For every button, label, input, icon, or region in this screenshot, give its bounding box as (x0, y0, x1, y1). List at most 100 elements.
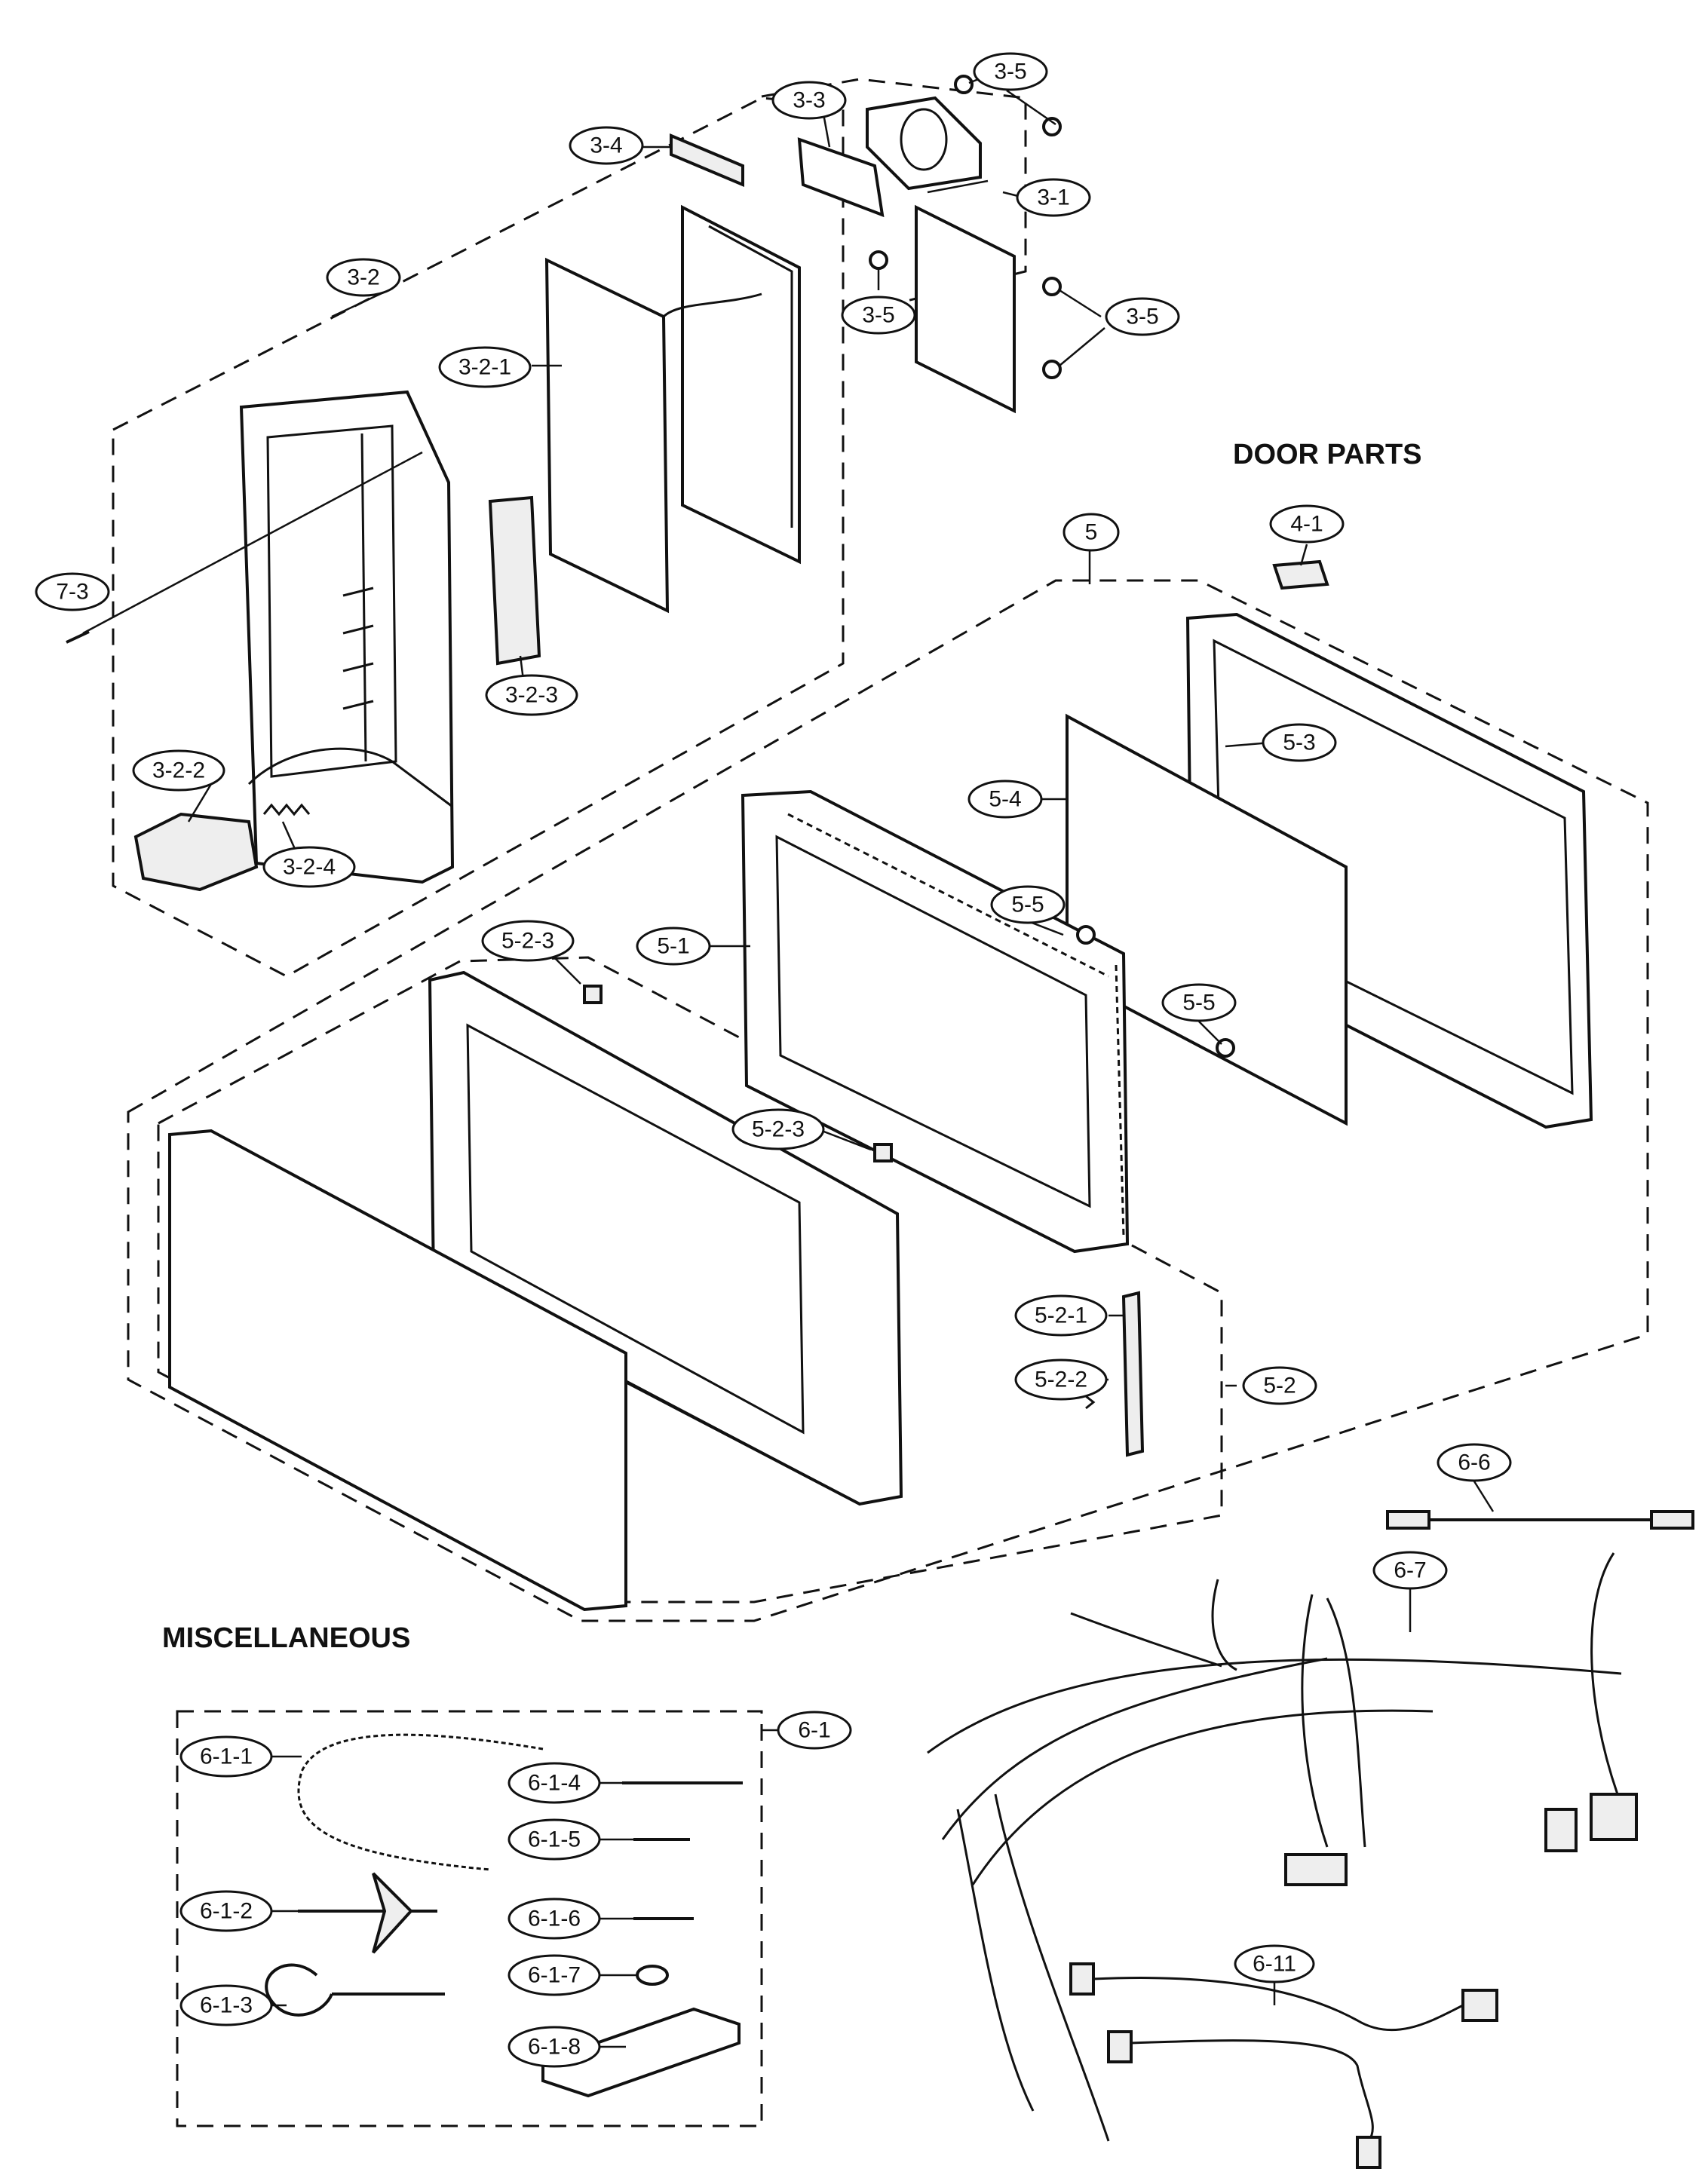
label-6-1-2: 6-1-2 (179, 1890, 273, 1932)
mounting-bracket (541, 2007, 741, 2098)
svg-text:3-5: 3-5 (862, 303, 894, 328)
label-6-1-7: 6-1-7 (507, 1954, 601, 1996)
plate-3-4 (670, 133, 744, 188)
group-3-2-outline (112, 96, 845, 978)
door-screen (1066, 713, 1348, 1126)
svg-text:3-1: 3-1 (1037, 185, 1069, 210)
label-5-2: 5-2 (1242, 1366, 1317, 1405)
label-5-2-2: 5-2-2 (1014, 1358, 1108, 1401)
label-5-2-1: 5-2-1 (1014, 1294, 1108, 1337)
svg-text:5-2-2: 5-2-2 (1035, 1368, 1087, 1392)
svg-text:7-3: 7-3 (56, 580, 88, 605)
label-3-2: 3-2 (326, 258, 401, 297)
control-board (662, 204, 801, 565)
label-3-2-2: 3-2-2 (132, 749, 225, 792)
svg-text:6-6: 6-6 (1458, 1450, 1490, 1475)
svg-text:5-3: 5-3 (1283, 731, 1315, 755)
svg-text:3-2-2: 3-2-2 (152, 758, 205, 783)
label-3-4: 3-4 (569, 126, 644, 165)
label-3-3: 3-3 (771, 81, 847, 120)
label-5-2-3-b: 5-2-3 (731, 1108, 825, 1150)
heading-door-parts: DOOR PARTS (1233, 439, 1422, 470)
svg-text:5: 5 (1085, 520, 1098, 545)
svg-text:3-2-3: 3-2-3 (505, 683, 558, 708)
screw-7-3 (66, 630, 90, 644)
svg-text:5-1: 5-1 (657, 934, 689, 959)
svg-text:4-1: 4-1 (1290, 512, 1323, 537)
component-3-1-coil (866, 96, 982, 191)
svg-text:5-5: 5-5 (1011, 893, 1044, 917)
key-sheet (544, 257, 670, 614)
svg-text:6-1-2: 6-1-2 (200, 1899, 253, 1924)
latch-clip-4-1 (1272, 559, 1329, 590)
svg-text:5-4: 5-4 (989, 787, 1021, 812)
label-3-2-1: 3-2-1 (438, 346, 532, 388)
svg-text:5-2-1: 5-2-1 (1035, 1303, 1087, 1328)
svg-text:5-2-3: 5-2-3 (501, 929, 554, 954)
label-3-5-right: 3-5 (1105, 297, 1180, 336)
door-glass-panel (168, 1129, 627, 1612)
door-open-button (133, 812, 259, 892)
svg-text:5-5: 5-5 (1182, 991, 1215, 1015)
group-5-outline (127, 579, 1649, 1622)
label-3-2-3: 3-2-3 (485, 674, 578, 716)
label-6-1-4: 6-1-4 (507, 1762, 601, 1804)
label-4-1: 4-1 (1269, 504, 1345, 544)
svg-text:5-2: 5-2 (1263, 1374, 1296, 1398)
relay-board (915, 204, 1016, 414)
door-outer-frame (428, 970, 903, 1506)
label-5-5-b: 5-5 (1161, 983, 1237, 1022)
label-5-1: 5-1 (636, 927, 711, 966)
label-5-2-3-a: 5-2-3 (481, 920, 575, 962)
group-6-1-outline (176, 1710, 763, 2127)
svg-text:6-1-4: 6-1-4 (528, 1771, 581, 1796)
washer (636, 1965, 669, 1986)
svg-text:6-11: 6-11 (1253, 1952, 1296, 1977)
gasket-strip (297, 1733, 544, 1871)
button-holder (488, 495, 541, 666)
svg-text:6-1-6: 6-1-6 (528, 1907, 581, 1931)
latch-hook (1121, 1291, 1145, 1457)
toggle-bolt (298, 1872, 437, 1954)
label-7-3: 7-3 (35, 572, 110, 611)
svg-text:3-2-1: 3-2-1 (458, 355, 511, 380)
svg-text:3-2-4: 3-2-4 (283, 855, 336, 880)
label-6-6: 6-6 (1437, 1443, 1512, 1482)
label-5: 5 (1063, 513, 1120, 552)
latch-holder-5-2-3-b (873, 1143, 893, 1162)
cup-hook (265, 1963, 445, 2017)
svg-text:3-4: 3-4 (590, 133, 622, 158)
svg-text:6-1-8: 6-1-8 (528, 2035, 581, 2060)
label-6-1-6: 6-1-6 (507, 1898, 601, 1940)
screws-3-5 (869, 75, 1062, 379)
svg-text:6-1: 6-1 (798, 1718, 830, 1743)
label-5-3: 5-3 (1262, 723, 1337, 762)
svg-text:3-3: 3-3 (793, 88, 825, 113)
control-panel-frame (239, 390, 455, 884)
label-6-1: 6-1 (777, 1711, 852, 1750)
main-wire-harness (927, 1552, 1638, 2142)
label-6-1-3: 6-1-3 (179, 1984, 273, 2026)
label-3-2-4: 3-2-4 (262, 846, 356, 888)
svg-text:5-2-3: 5-2-3 (752, 1117, 805, 1142)
svg-text:6-1-7: 6-1-7 (528, 1963, 581, 1988)
latch-holder-5-2-3-a (583, 985, 603, 1004)
spring-3-2-4 (262, 803, 311, 816)
wire-harness-6-11 (1069, 1962, 1498, 2169)
label-6-1-5: 6-1-5 (507, 1818, 601, 1861)
label-6-1-1: 6-1-1 (179, 1735, 273, 1778)
label-3-5-top: 3-5 (973, 52, 1048, 91)
label-3-5-mid: 3-5 (841, 296, 916, 335)
svg-text:6-1-1: 6-1-1 (200, 1744, 253, 1769)
svg-text:3-2: 3-2 (347, 265, 379, 290)
bracket-3-3 (797, 137, 885, 218)
screw-5-5-a (1076, 925, 1096, 945)
label-6-11: 6-11 (1234, 1944, 1315, 1983)
label-6-7: 6-7 (1372, 1551, 1448, 1590)
heading-miscellaneous: MISCELLANEOUS (162, 1622, 410, 1654)
svg-text:3-5: 3-5 (1126, 305, 1158, 329)
label-3-1: 3-1 (1016, 178, 1091, 217)
svg-text:6-1-3: 6-1-3 (200, 1993, 253, 2018)
label-6-1-8: 6-1-8 (507, 2026, 601, 2068)
